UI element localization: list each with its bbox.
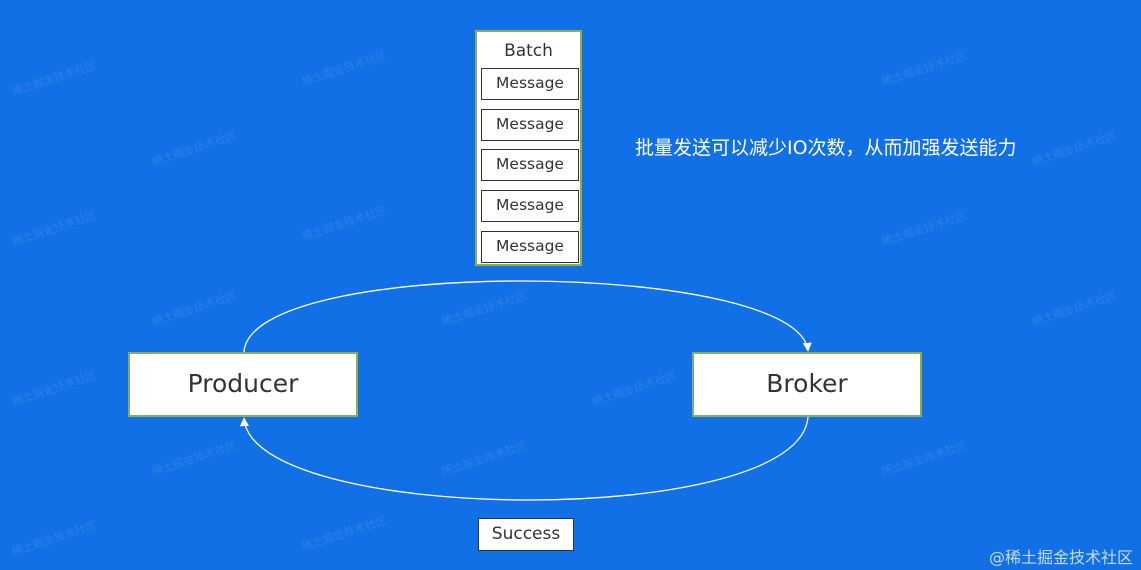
message-box: Message [481, 109, 579, 141]
message-box: Message [481, 68, 579, 100]
broker-node: Broker [692, 352, 922, 417]
batch-send-note: 批量发送可以减少IO次数，从而加强发送能力 [635, 137, 1017, 159]
producer-node: Producer [128, 352, 358, 417]
site-watermark: @稀土掘金技术社区 [988, 548, 1133, 567]
send-arrow [243, 280, 812, 353]
message-box: Message [481, 190, 579, 222]
batch-title: Batch [504, 41, 553, 61]
batch-box: Batch Message Message Message Message Me… [475, 30, 582, 266]
success-label: Success [478, 518, 574, 551]
ack-arrow [239, 416, 809, 501]
message-box: Message [481, 149, 579, 181]
message-box: Message [481, 231, 579, 263]
